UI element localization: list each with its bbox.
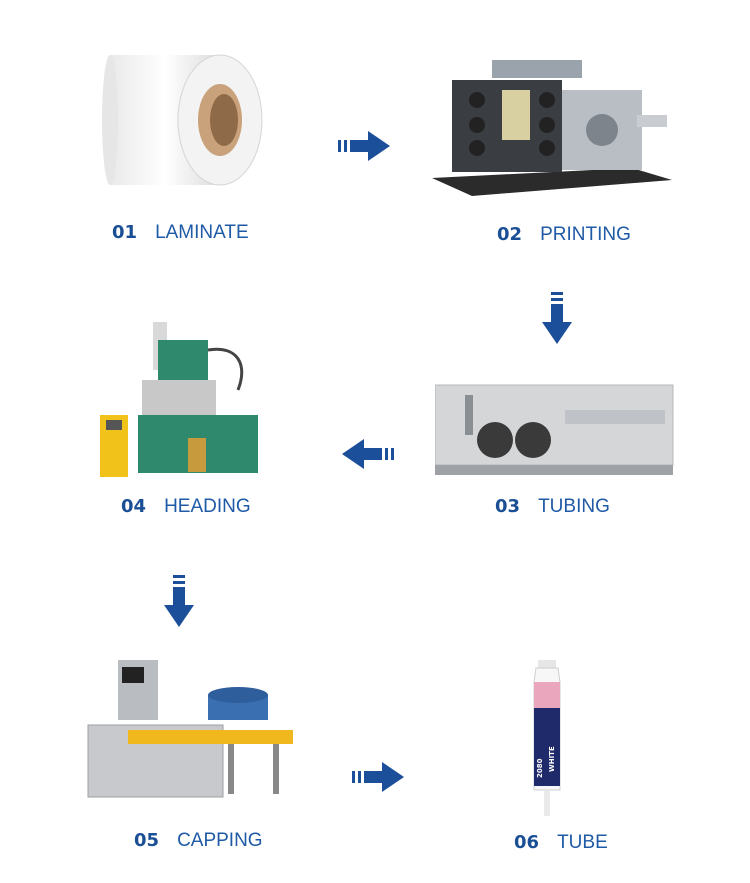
step-label: TUBE	[557, 832, 608, 853]
step-label: LAMINATE	[155, 222, 249, 243]
product-brand-text: 2080	[536, 758, 544, 778]
step-label: TUBING	[538, 496, 610, 517]
step-02-caption: 02 PRINTING	[497, 224, 631, 246]
arrow-down-icon	[542, 292, 572, 344]
step-06-caption: 06 TUBE	[514, 832, 608, 854]
arrow-left-icon	[342, 439, 394, 469]
step-01-caption: 01 LAMINATE	[112, 222, 249, 244]
step-number: 01	[112, 222, 138, 243]
step-printing-image	[432, 60, 677, 200]
arrow-down-icon	[164, 575, 194, 627]
step-laminate-image	[100, 35, 270, 195]
product-name-text: WHITE	[548, 746, 556, 772]
step-number: 06	[514, 832, 540, 853]
step-05-caption: 05 CAPPING	[134, 830, 263, 852]
step-03-caption: 03 TUBING	[495, 496, 610, 518]
step-04-caption: 04 HEADING	[121, 496, 251, 518]
arrow-right-icon	[352, 762, 404, 792]
arrow-right-icon	[338, 131, 390, 161]
step-heading-image	[98, 320, 268, 480]
step-tube-image: 2080 WHITE	[528, 660, 568, 820]
step-tubing-image	[435, 380, 675, 480]
step-label: PRINTING	[540, 224, 631, 245]
step-label: CAPPING	[177, 830, 263, 851]
step-label: HEADING	[164, 496, 251, 517]
step-number: 04	[121, 496, 147, 517]
step-number: 05	[134, 830, 160, 851]
step-number: 03	[495, 496, 521, 517]
step-number: 02	[497, 224, 523, 245]
step-capping-image	[78, 655, 298, 800]
